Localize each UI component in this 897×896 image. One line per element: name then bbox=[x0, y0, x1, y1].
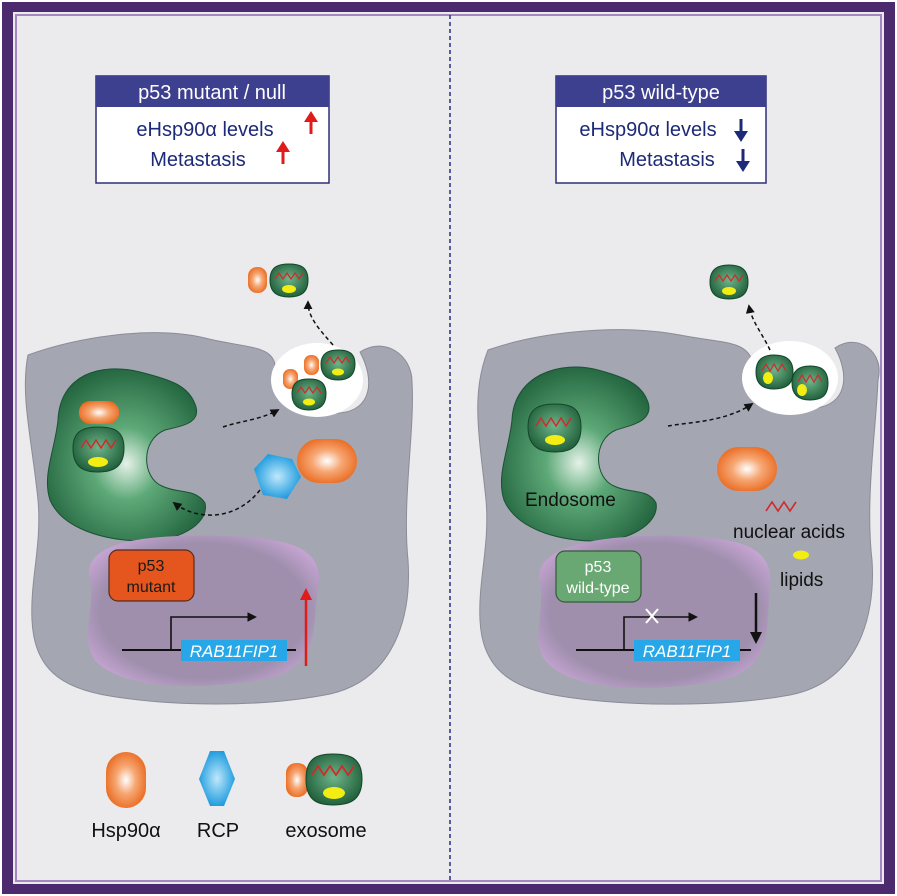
svg-text:p53: p53 bbox=[138, 558, 165, 575]
exosome-in-endosome bbox=[72, 426, 125, 473]
exosome-released bbox=[709, 264, 749, 300]
navy-down-arrow-icon bbox=[736, 149, 750, 172]
legend-exosome-label: exosome bbox=[285, 820, 366, 842]
legend-rcp-icon bbox=[199, 751, 235, 806]
p53-wildtype-box: p53 wild-type bbox=[555, 550, 642, 603]
left-arrow-recycle bbox=[172, 489, 261, 516]
lipids-label: lipids bbox=[780, 570, 823, 591]
hsp90-in-pocket bbox=[304, 355, 319, 375]
endosome-label: Endosome bbox=[525, 490, 616, 511]
right-gene-box bbox=[634, 640, 740, 661]
exosome-in-pocket bbox=[791, 365, 829, 401]
left-line-metastasis: Metastasis bbox=[150, 149, 246, 171]
right-arrow-to-pocket bbox=[667, 403, 754, 427]
svg-text:RAB11FIP1: RAB11FIP1 bbox=[643, 642, 732, 661]
legend-exosome-icon bbox=[305, 753, 363, 806]
frame-inner-border bbox=[15, 14, 882, 882]
svg-text:p53: p53 bbox=[585, 559, 612, 576]
right-header: p53 wild-type bbox=[602, 82, 720, 104]
red-up-arrow-icon bbox=[300, 588, 312, 666]
x-mark-icon bbox=[645, 608, 659, 624]
svg-text:RAB11FIP1: RAB11FIP1 bbox=[190, 642, 279, 661]
hsp90-bound-rcp bbox=[297, 439, 357, 483]
exosome-in-pocket bbox=[291, 378, 327, 411]
p53-mutant-box: p53 mutant bbox=[108, 549, 195, 602]
exosome-in-pocket bbox=[320, 349, 356, 381]
hsp90-free bbox=[717, 447, 777, 491]
left-summary-box: p53 mutant / null eHsp90α levels Metasta… bbox=[95, 75, 330, 184]
svg-text:wild-type: wild-type bbox=[565, 580, 629, 597]
exosome-in-endosome bbox=[527, 403, 582, 453]
legend: Hsp90α RCP exosome bbox=[91, 751, 367, 842]
red-up-arrow-icon bbox=[276, 141, 290, 164]
nucleic-acid-icon bbox=[765, 500, 797, 513]
legend-hsp90-icon bbox=[106, 752, 146, 808]
left-gene-locus: RAB11FIP1 bbox=[122, 612, 296, 661]
exosome-in-pocket bbox=[755, 354, 794, 390]
right-line-ehsp90: eHsp90α levels bbox=[579, 119, 716, 141]
legend-hsp90-label: Hsp90α bbox=[91, 820, 160, 842]
legend-exosome-hsp90-icon bbox=[286, 763, 308, 797]
exosome-released bbox=[269, 263, 309, 298]
nucleic-acids-label: nuclear acids bbox=[733, 522, 845, 543]
right-line-metastasis: Metastasis bbox=[619, 149, 715, 171]
lipid-icon bbox=[793, 550, 809, 560]
left-arrow-to-pocket bbox=[222, 409, 280, 428]
left-line-ehsp90: eHsp90α levels bbox=[136, 119, 273, 141]
right-gene-locus: RAB11FIP1 bbox=[576, 608, 751, 661]
red-up-arrow-icon bbox=[304, 111, 318, 134]
left-header: p53 mutant / null bbox=[138, 82, 286, 104]
navy-down-arrow-icon bbox=[734, 119, 748, 142]
right-arrow-release bbox=[745, 304, 771, 351]
left-gene-box bbox=[181, 640, 287, 661]
rcp-in-cell bbox=[254, 454, 301, 499]
hsp90-released bbox=[248, 267, 267, 293]
legend-rcp-label: RCP bbox=[197, 820, 239, 842]
svg-text:mutant: mutant bbox=[127, 579, 176, 596]
hsp90-in-endosome bbox=[79, 401, 119, 424]
right-summary-box: p53 wild-type eHsp90α levels Metastasis bbox=[555, 75, 767, 184]
black-down-arrow-icon bbox=[750, 593, 762, 644]
